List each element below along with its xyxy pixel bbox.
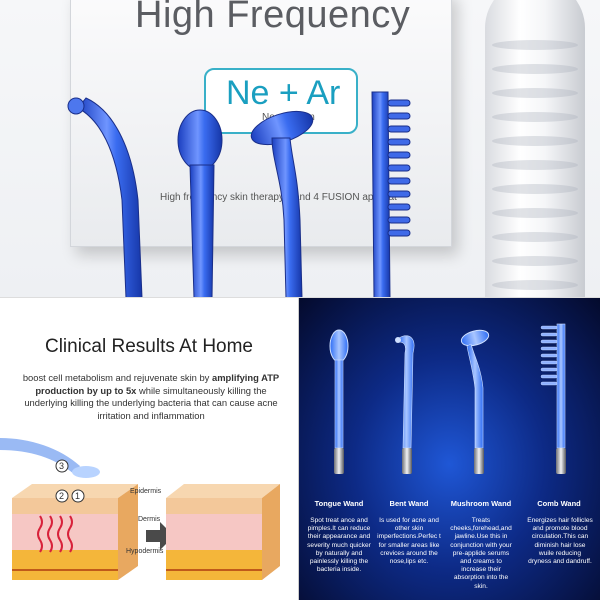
label-epidermis: Epidermis	[130, 488, 162, 495]
comb-tooth	[387, 229, 411, 237]
marker-1: 1	[75, 491, 80, 501]
divider-horizontal	[0, 297, 600, 298]
comb-wand-desc: Energizes hair follicles and promote blo…	[527, 517, 593, 566]
tongue-wand-desc: Spot treat ance and pimples.It can reduc…	[307, 517, 371, 574]
comb-tooth	[540, 353, 558, 358]
comb-wand-icon	[540, 323, 566, 474]
comb-tooth	[387, 216, 411, 224]
comb-tooth	[540, 374, 558, 379]
comb-tooth	[387, 151, 411, 159]
skin-diagram: 3 2 1	[0, 438, 280, 580]
bent-wand-desc: Is used for acne and other skin imperfec…	[377, 517, 441, 566]
clinical-description: boost cell metabolism and rejuvenate ski…	[20, 372, 282, 422]
glowing-wands	[329, 323, 566, 474]
description-part1: boost cell metabolism and rejuvenate ski…	[22, 372, 212, 383]
comb-tooth	[387, 138, 411, 146]
mushroom-wand-desc: Treats cheeks,forehead,and jawline.Use t…	[450, 517, 512, 590]
comb-tooth	[387, 99, 411, 107]
comb-tooth	[387, 125, 411, 133]
tube-ridge	[492, 256, 578, 266]
tube-ridge	[492, 40, 578, 50]
marker-3: 3	[59, 461, 64, 471]
comb-tooth	[540, 346, 558, 351]
tube-ridge	[492, 64, 578, 74]
label-hypodermis: Hypodermis	[126, 548, 164, 555]
glass-wands-photo	[67, 91, 411, 298]
comb-wand-photo	[371, 91, 391, 298]
comb-tooth	[387, 203, 411, 211]
bent-wand-icon	[395, 335, 415, 474]
description-part2: while simultaneously killing the underly…	[24, 384, 278, 421]
description-bold: amplifying ATP production by up to 5x	[35, 372, 280, 396]
bent-wand-name: Bent Wand	[389, 499, 429, 508]
tube-ridge	[492, 88, 578, 98]
white-tube-handle	[485, 0, 585, 298]
tube-ridge	[492, 136, 578, 146]
box-title: High Frequency	[135, 0, 411, 36]
comb-tooth	[387, 177, 411, 185]
tube-ridge	[492, 160, 578, 170]
tube-ridge	[492, 280, 578, 290]
comb-tooth	[540, 367, 558, 372]
tongue-wand-photo	[177, 109, 223, 298]
comb-tooth	[540, 332, 558, 337]
comb-tooth	[387, 112, 411, 120]
skin-block-left	[12, 484, 138, 580]
product-box-photo: High Frequency Ne + Ar Neon Argon High f…	[0, 0, 600, 298]
clinical-title: Clinical Results At Home	[44, 336, 254, 357]
bent-wand-photo	[67, 97, 143, 298]
comb-tooth	[540, 339, 558, 344]
box-subtitle: High frequency skin therapy wand 4 FUSIO…	[160, 192, 397, 203]
tongue-wand-name: Tongue Wand	[314, 499, 364, 508]
mushroom-wand-name: Mushroom Wand	[450, 499, 512, 508]
tongue-wand-icon	[329, 329, 349, 474]
tube-ridge	[492, 232, 578, 242]
comb-tooth	[540, 325, 558, 330]
mushroom-wand-icon	[460, 329, 490, 474]
divider-vertical	[298, 298, 299, 600]
wand-types-panel: Tongue Wand Bent Wand Mushroom Wand Comb…	[299, 298, 600, 600]
label-dermis: Dermis	[138, 516, 161, 523]
comb-tooth	[387, 164, 411, 172]
wand-illustration	[0, 438, 80, 474]
tube-ridge	[492, 112, 578, 122]
skin-block-right	[166, 484, 280, 580]
logo-text: Ne + Ar	[226, 74, 341, 112]
tube-ridge	[492, 208, 578, 218]
comb-tooth	[540, 381, 558, 386]
marker-2: 2	[59, 491, 64, 501]
clinical-results-panel: Clinical Results At Home boost cell meta…	[0, 298, 298, 600]
tube-ridge	[492, 184, 578, 194]
comb-wand-name: Comb Wand	[537, 499, 581, 508]
comb-tooth	[540, 360, 558, 365]
mushroom-wand-photo	[250, 110, 314, 298]
comb-tooth	[387, 190, 411, 198]
